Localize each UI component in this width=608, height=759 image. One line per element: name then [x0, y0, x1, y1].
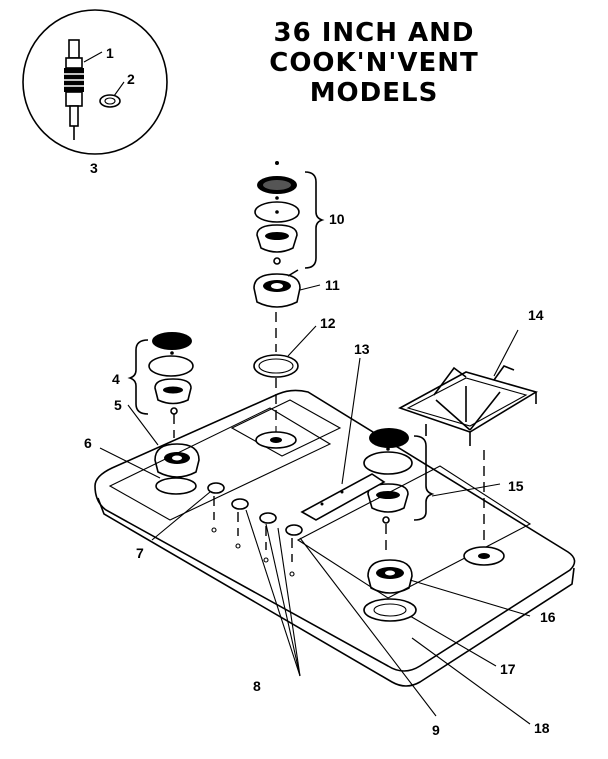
callout-4: 4 — [112, 371, 120, 387]
right-front-burner-assembly — [363, 428, 531, 725]
left-front-burner-assembly — [99, 332, 200, 479]
rear-burner-assembly — [253, 161, 325, 425]
callout-18: 18 — [534, 720, 550, 736]
callout-3: 3 — [90, 160, 98, 176]
title-line-2: MODELS — [309, 78, 439, 108]
callout-15: 15 — [508, 478, 524, 494]
callout-8: 8 — [253, 678, 261, 694]
callout-5: 5 — [114, 397, 122, 413]
callout-17: 17 — [500, 661, 516, 677]
callout-2: 2 — [127, 71, 135, 87]
callout-14: 14 — [528, 307, 544, 323]
title-line-1: 36 INCH AND COOK'N'VENT — [269, 18, 479, 78]
callout-10: 10 — [329, 211, 345, 227]
callout-7: 7 — [136, 545, 144, 561]
callout-6: 6 — [84, 435, 92, 451]
callout-labels: 1 2 3 4 5 6 7 8 9 10 11 12 13 14 15 16 1… — [84, 45, 556, 738]
inset-detail-circle — [22, 9, 168, 155]
cooktop-body — [94, 357, 576, 717]
callout-9: 9 — [432, 722, 440, 738]
burner-grate — [398, 329, 538, 540]
callout-13: 13 — [354, 341, 370, 357]
callout-12: 12 — [320, 315, 336, 331]
callout-16: 16 — [540, 609, 556, 625]
callout-11: 11 — [325, 277, 340, 293]
callout-1: 1 — [106, 45, 114, 61]
diagram-title: 36 INCH AND COOK'N'VENT MODELS — [168, 18, 580, 108]
